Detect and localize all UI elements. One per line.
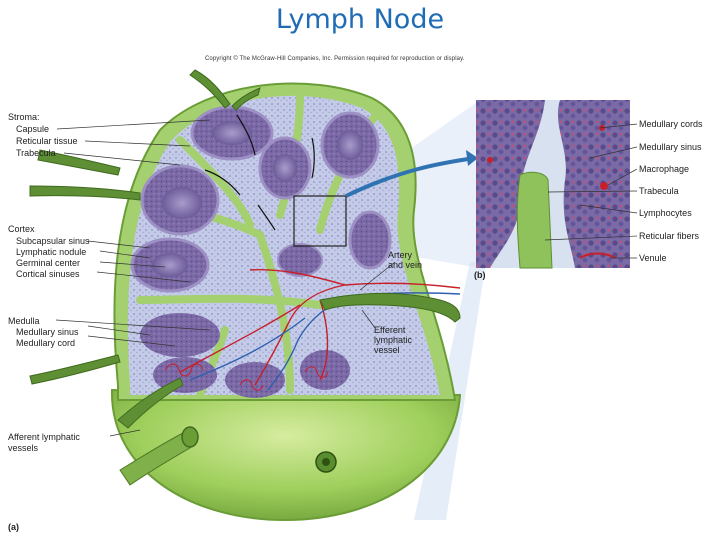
label-stroma: Stroma: [8, 112, 40, 122]
artery-branch-3 [319, 299, 329, 381]
center-leader-lines [359, 261, 396, 329]
inset-leader-lines [544, 123, 638, 259]
inset-label-venule: Venule [639, 253, 667, 263]
label-medullary-cord: Medullary cord [16, 338, 76, 348]
label-lymphatic-nodule: Lymphatic nodule [16, 247, 87, 257]
panel-label-b: (b) [474, 270, 486, 280]
copyright-notice: Copyright © The McGraw-Hill Companies, I… [205, 56, 465, 62]
label-subcapsular-sinus: Subcapsular sinus [16, 236, 90, 246]
panel-label-a: (a) [8, 522, 19, 532]
inset-label-medullary-cords: Medullary cords [639, 119, 703, 129]
label-and-vein: and vein [388, 260, 423, 270]
detail-box [293, 195, 347, 247]
label-vessel: vessel [374, 345, 400, 355]
label-reticular-tissue: Reticular tissue [16, 136, 78, 146]
afferent-lymphatic-vessels [29, 69, 261, 429]
medullary-region [140, 313, 350, 398]
label-medulla: Medulla [8, 316, 40, 326]
label-germinal-center: Germinal center [16, 258, 81, 268]
efferent-lymphatic-vessel [319, 292, 461, 323]
inset-label-macrophage: Macrophage [639, 164, 690, 174]
artery-branch-1 [249, 268, 346, 286]
label-afferent-line2: vessels [8, 443, 39, 453]
label-trabecula: Trabecula [16, 148, 56, 158]
vessel-opening [181, 426, 199, 448]
trabecula-6 [256, 231, 294, 394]
trabecula-1 [176, 136, 254, 229]
label-lymphatic: lymphatic [374, 335, 413, 345]
lymph-flow-arrows [204, 114, 315, 231]
vein-branch [189, 317, 306, 381]
label-cortical-sinuses: Cortical sinuses [16, 269, 80, 279]
inset-micrograph [476, 100, 630, 269]
lymphatic-nodules [130, 105, 392, 293]
inset-label-trabecula: Trabecula [639, 186, 679, 196]
capsule-cut-surface [110, 388, 462, 522]
label-capsule: Capsule [16, 124, 50, 134]
label-cortex: Cortex [8, 224, 35, 234]
label-afferent-line1: Afferent lymphatic [8, 432, 80, 442]
inset-label-lymphocytes: Lymphocytes [639, 208, 692, 218]
artery [254, 282, 461, 386]
inset-label-reticular-fibers: Reticular fibers [639, 231, 700, 241]
capillary-loops [164, 363, 329, 391]
inset-pointer-arrow [345, 156, 476, 198]
left-leader-lines [55, 119, 211, 437]
label-efferent: Efferent [374, 325, 406, 335]
trabecula-5 [136, 294, 324, 309]
page-title: Lymph Node [275, 4, 445, 35]
inset-label-medullary-sinus: Medullary sinus [639, 142, 702, 152]
label-artery: Artery [388, 250, 413, 260]
label-medullary-sinus: Medullary sinus [16, 327, 79, 337]
